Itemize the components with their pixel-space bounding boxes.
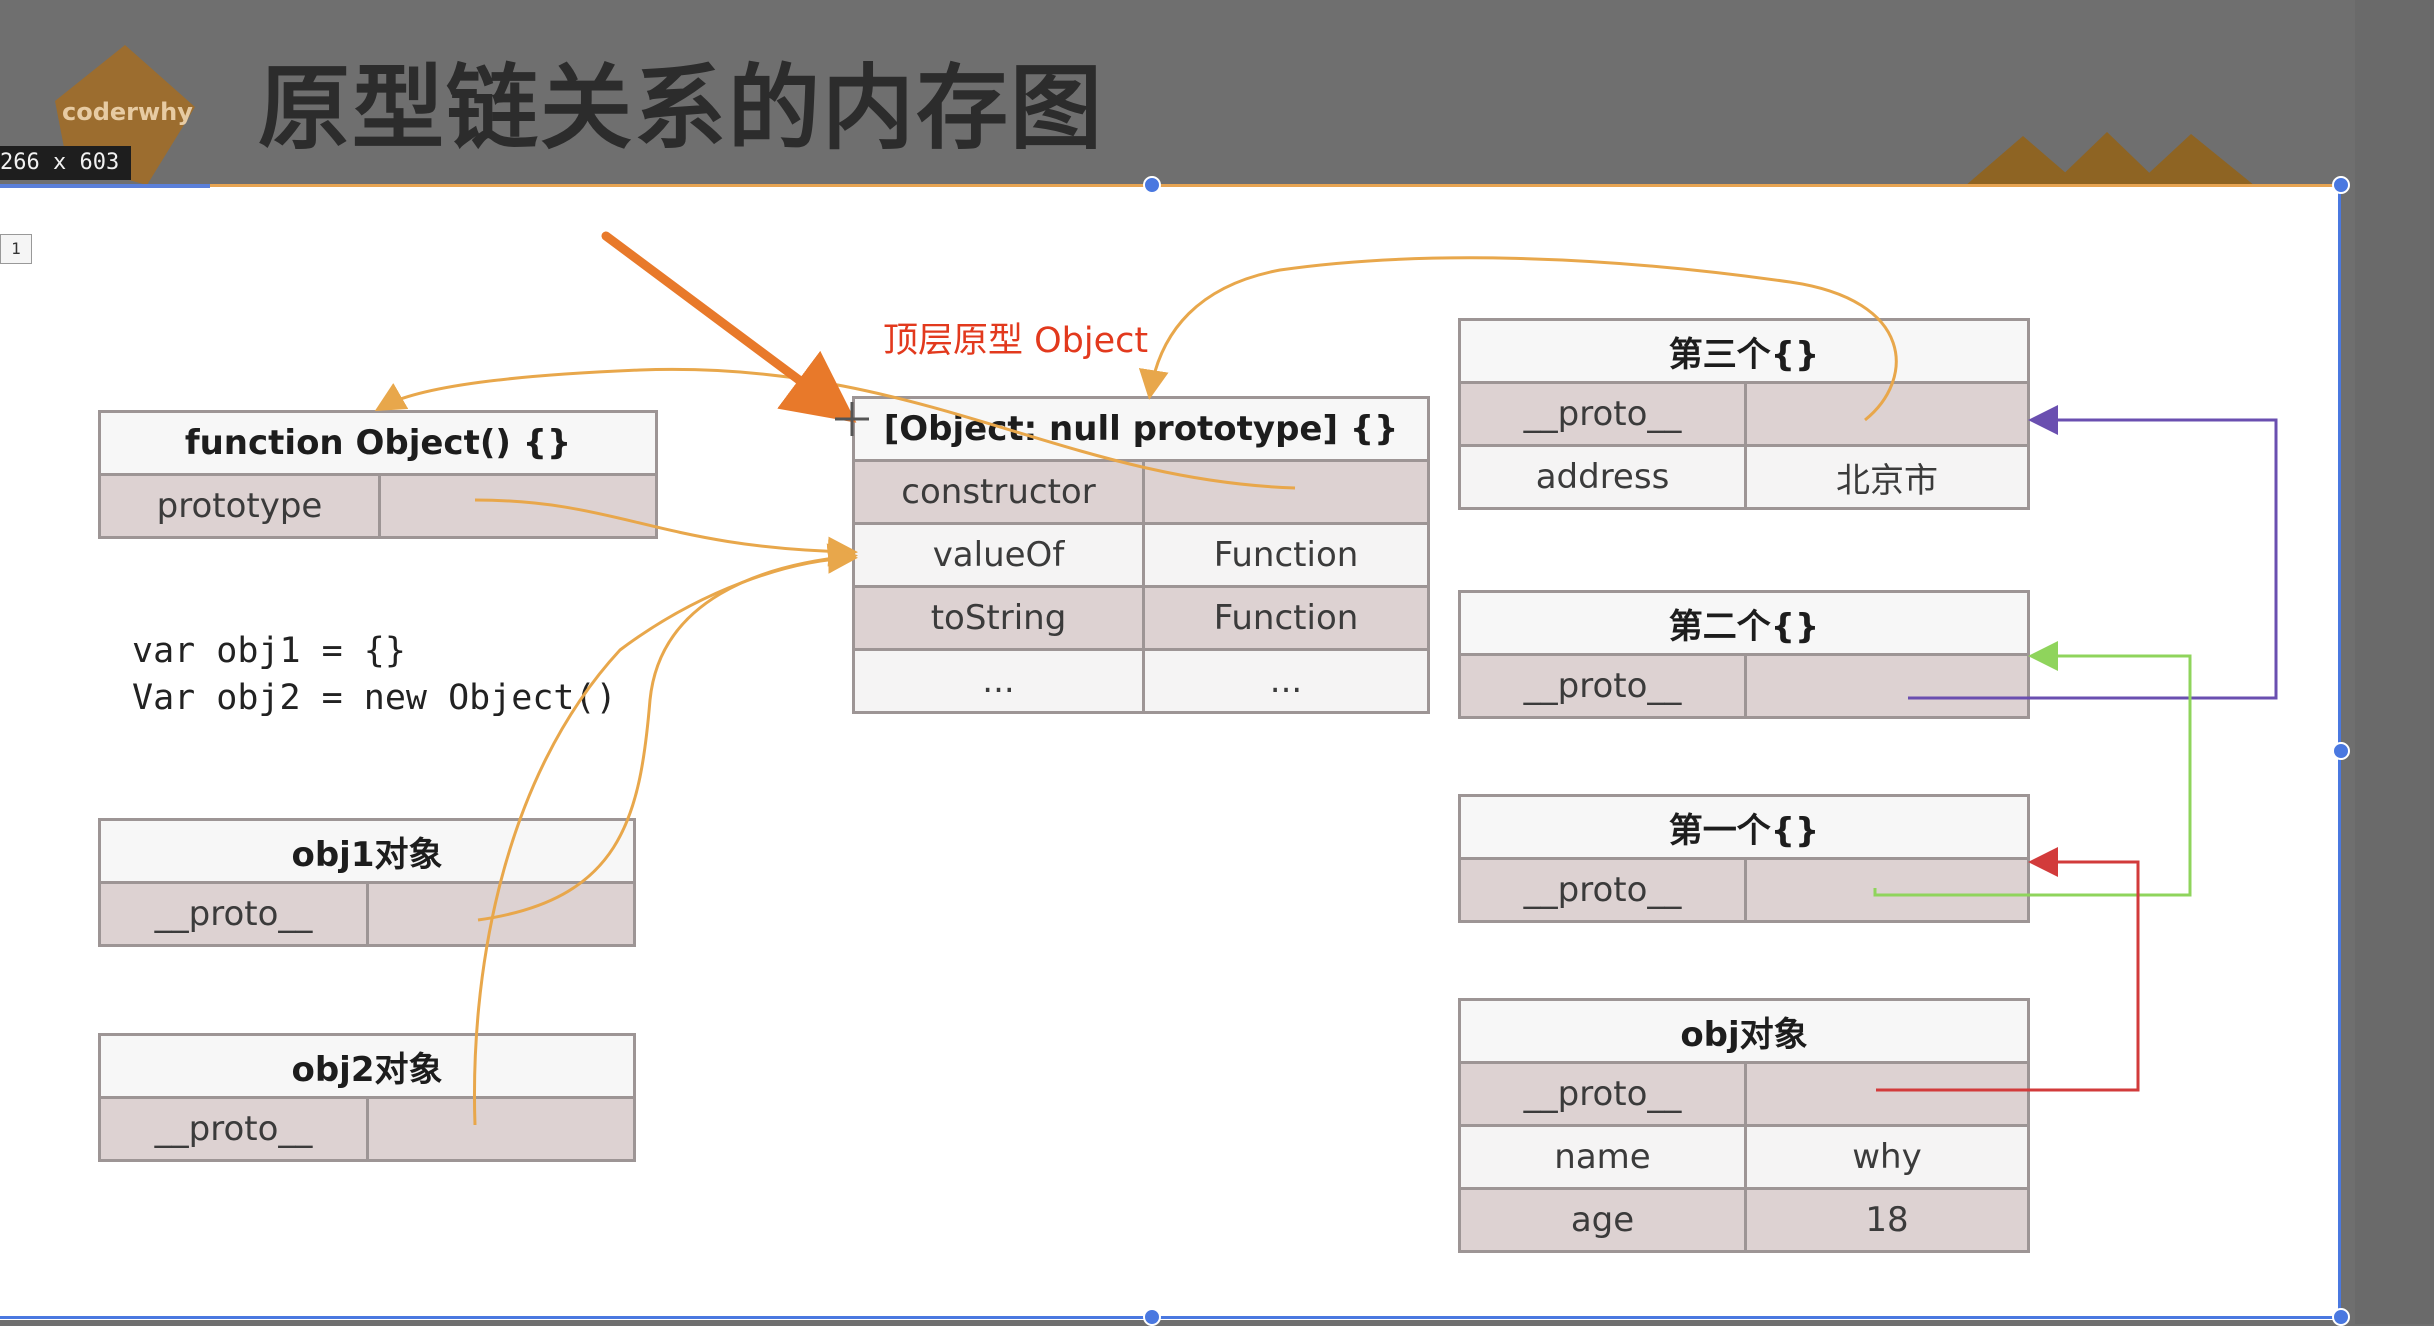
third-object-table: 第三个{} __proto__ address 北京市 [1458,318,2030,510]
second-object-table: 第二个{} __proto__ [1458,590,2030,719]
selection-edge-top [210,184,2340,187]
code-line-2: Var obj2 = new Object() [132,678,617,718]
row-key: valueOf [855,525,1145,585]
table-title: function Object() {} [101,413,655,476]
table-row: constructor [855,462,1427,522]
first-object-table: 第一个{} __proto__ [1458,794,2030,923]
resize-handle-top[interactable] [1143,176,1161,194]
row-value: Function [1213,598,1359,638]
table-row: address 北京市 [1461,444,2027,507]
table-row: valueOf Function [855,522,1427,585]
right-sidebar-band [2355,0,2434,1324]
row-key: ... [855,651,1145,711]
selection-edge-left [0,184,210,188]
row-value [1747,384,2027,444]
top-prototype-label: 顶层原型 Object [883,321,1149,361]
row-value [1747,656,2027,716]
null-prototype-table: [Object: null prototype] {} constructor … [852,396,1430,714]
table-title: [Object: null prototype] {} [855,399,1427,462]
table-row: toString Function [855,585,1427,648]
row-value: ... [1269,661,1303,701]
table-row: __proto__ [1461,656,2027,716]
row-value: Function [1213,535,1359,575]
row-value [369,1099,633,1159]
resize-handle-right[interactable] [2332,742,2350,760]
table-title: obj对象 [1461,1001,2027,1064]
row-value [381,476,655,536]
obj2-table: obj2对象 __proto__ [98,1033,636,1162]
code-line-1: var obj1 = {} [132,631,406,671]
obj1-table: obj1对象 __proto__ [98,818,636,947]
selection-size-badge: 266 x 603 [0,146,132,180]
row-value [1747,1064,2027,1124]
code-snippet: var obj1 = {} Var obj2 = new Object() [132,628,617,722]
table-row: age 18 [1461,1187,2027,1250]
table-title: obj2对象 [101,1036,633,1099]
table-title: 第一个{} [1461,797,2027,860]
row-key: __proto__ [101,1099,369,1159]
obj-table: obj对象 __proto__ name why age 18 [1458,998,2030,1253]
table-row: __proto__ [1461,1064,2027,1124]
row-key: address [1461,447,1747,507]
row-key: __proto__ [1461,860,1747,920]
selection-edge-bottom [0,1316,2340,1319]
table-title: obj1对象 [101,821,633,884]
slide-title: 原型链关系的内存图 [258,55,1105,162]
table-row: ... ... [855,648,1427,711]
logo-text: coderwhy [62,98,193,126]
row-key: constructor [855,462,1145,522]
row-value [369,884,633,944]
row-key: __proto__ [1461,656,1747,716]
layer-number-tag: 1 [0,234,32,264]
row-key: __proto__ [1461,1064,1747,1124]
table-row: __proto__ [1461,384,2027,444]
table-title: 第三个{} [1461,321,2027,384]
table-row: __proto__ [1461,860,2027,920]
function-object-table: function Object() {} prototype [98,410,658,539]
resize-handle-bottom-right[interactable] [2332,1308,2350,1326]
resize-handle-top-right[interactable] [2332,176,2350,194]
row-value [1747,860,2027,920]
row-value: 北京市 [1836,460,1938,501]
table-row: name why [1461,1124,2027,1187]
table-title: 第二个{} [1461,593,2027,656]
mountain-decoration-icon [1965,132,2255,186]
row-key: name [1461,1127,1747,1187]
row-key: __proto__ [101,884,369,944]
table-row: __proto__ [101,1099,633,1159]
row-key: __proto__ [1461,384,1747,444]
row-key: prototype [101,476,381,536]
row-value: 18 [1865,1200,1909,1240]
table-row: __proto__ [101,884,633,944]
row-value: why [1852,1137,1922,1177]
table-row: prototype [101,476,655,536]
row-key: age [1461,1190,1747,1250]
resize-handle-bottom[interactable] [1143,1308,1161,1326]
row-value [1145,462,1427,522]
row-key: toString [855,588,1145,648]
